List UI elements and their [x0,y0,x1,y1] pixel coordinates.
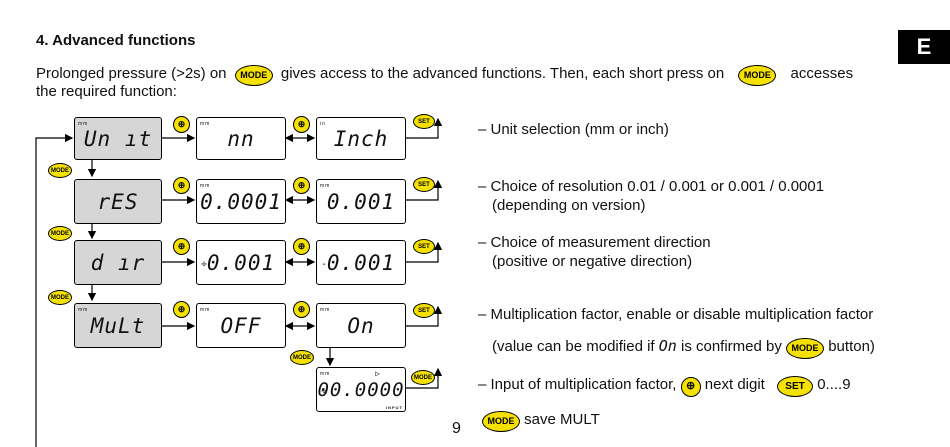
lcd-off: mm OFF [196,303,286,348]
desc-mult-2: (value can be modified if On is confirme… [492,337,875,359]
mode-button-icon: MODE [290,350,314,365]
desc-mult-2b: is confirmed by [681,338,782,355]
nav-button-icon: ⊕ [293,177,310,194]
lcd-input: mm ÷ ▷ 00.0000 INPUT [316,367,406,412]
desc-res-1: – Choice of resolution 0.01 / 0.001 or 0… [478,178,825,195]
nav-button-icon: ⊕ [173,116,190,133]
lcd-text: MuLt [90,313,146,338]
lcd-res-b: mm 0.001 [316,179,406,224]
intro-part3: accesses [790,65,854,82]
desc-dir-1: – Choice of measurement direction [478,234,711,251]
desc-input-b: next digit [704,376,765,393]
lcd-unit-label: mm [320,371,331,377]
lcd-dir-menu: d ır [74,240,162,285]
desc-input-c: 0....9 [817,376,851,393]
lcd-text: d ır [90,250,146,275]
section-heading: 4. Advanced functions [36,32,196,49]
nav-button-icon: ⊕ [173,177,190,194]
lcd-input-label: INPUT [386,405,403,410]
set-button-icon: SET [413,114,435,129]
lcd-unit-label: in [320,121,326,127]
mode-button-icon: MODE [482,411,520,432]
intro-part1: Prolonged pressure (>2s) on [36,65,227,82]
intro-part2: gives access to the advanced functions. … [280,65,725,82]
mode-button-icon: MODE [786,338,825,359]
nav-button-icon: ⊕ [173,238,190,255]
lcd-mm: mm nn [196,117,286,160]
lcd-res-menu: rES [74,179,162,224]
lcd-sign: ÷ [201,259,209,270]
lcd-dir-pos: ÷ 0.001 [196,240,286,285]
lcd-unit-menu: mm Un ıt [74,117,162,160]
desc-mult-2a: (value can be modified if [492,338,655,355]
mode-button-icon: MODE [48,290,72,305]
set-button-icon: SET [413,239,435,254]
lcd-text: On [347,313,375,338]
mode-button-icon: MODE [48,226,72,241]
lcd-res-a: mm 0.0001 [196,179,286,224]
page-number: 9 [452,420,461,437]
desc-save-text: save MULT [524,411,600,428]
language-tab: E [898,30,950,64]
lcd-unit-label: mm [320,307,331,313]
set-button-icon: SET [413,303,435,318]
nav-button-icon: ⊕ [293,301,310,318]
lcd-text: 00.0000 [317,378,405,401]
lcd-text: rES [97,189,139,214]
lcd-text: 0.0001 [200,189,282,214]
lcd-unit-label: mm [200,121,211,127]
lcd-text: 0.001 [326,189,396,214]
lcd-unit-label: mm [78,307,89,313]
mode-button-icon: MODE [234,65,273,86]
lcd-text: nn [227,126,255,151]
lcd-sign: - [321,259,329,270]
lcd-text: OFF [220,313,262,338]
lcd-unit-label: mm [78,121,89,127]
set-button-icon: SET [413,177,435,192]
lcd-text: Inch [333,126,389,151]
desc-mult-2c: button) [828,338,875,355]
desc-input-a: – Input of multiplication factor, [478,376,677,393]
desc-unit: – Unit selection (mm or inch) [478,121,669,138]
on-symbol: On [658,337,677,355]
desc-save: MODE save MULT [482,410,600,432]
nav-button-icon: ⊕ [293,116,310,133]
intro-line2: the required function: [36,83,177,100]
lcd-inch: in Inch [316,117,406,160]
triangle-icon: ▷ [375,369,381,378]
lcd-mult-menu: mm MuLt [74,303,162,348]
lcd-unit-label: mm [320,183,331,189]
desc-input: – Input of multiplication factor, ⊕ next… [478,375,851,397]
mode-button-icon: MODE [738,65,777,86]
nav-button-icon: ⊕ [680,376,701,397]
mode-button-icon: MODE [411,370,435,385]
desc-res-2: (depending on version) [492,197,646,214]
lcd-text: 0.001 [206,250,276,275]
lcd-unit-label: mm [200,307,211,313]
lcd-text: Un ıt [83,126,153,151]
nav-button-icon: ⊕ [293,238,310,255]
intro-text: Prolonged pressure (>2s) on MODE gives a… [36,64,853,86]
lcd-text: 0.001 [326,250,396,275]
lcd-on: mm On [316,303,406,348]
nav-button-icon: ⊕ [173,301,190,318]
desc-mult-1: – Multiplication factor, enable or disab… [478,306,874,323]
lcd-sign: ÷ [321,386,329,397]
desc-dir-2: (positive or negative direction) [492,253,693,270]
mode-button-icon: MODE [48,163,72,178]
lcd-unit-label: mm [200,183,211,189]
set-button-icon: SET [777,376,814,397]
lcd-dir-neg: - 0.001 [316,240,406,285]
